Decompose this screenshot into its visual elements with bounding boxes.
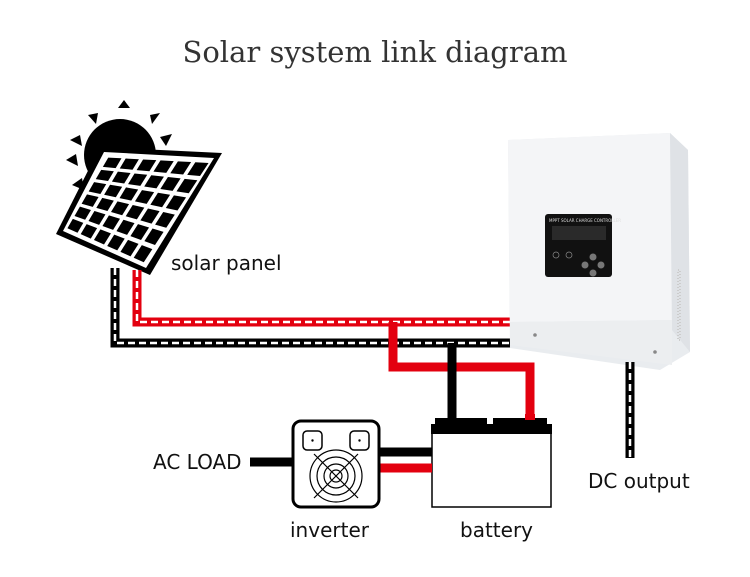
solar-cell	[93, 229, 111, 245]
solar-cell	[102, 215, 120, 230]
solar-cell	[95, 169, 114, 182]
battery-positive-wire	[388, 322, 535, 418]
solar-cell	[176, 178, 198, 194]
solar-cell	[160, 177, 181, 191]
solar-cell	[155, 211, 175, 228]
solar-cell	[81, 194, 99, 207]
pv-negative-wire	[110, 268, 522, 348]
solar-cell	[104, 184, 123, 198]
solar-cell	[74, 206, 91, 220]
solar-cell	[187, 162, 209, 177]
battery-icon	[431, 414, 552, 508]
lcd-screen	[552, 226, 606, 240]
solar-cell	[144, 175, 164, 189]
solar-cell	[144, 228, 164, 245]
dc-output-label: DC output	[588, 469, 690, 493]
solar-cell	[140, 208, 160, 224]
solar-cell	[134, 190, 155, 204]
solar-cell	[102, 157, 122, 169]
charge-controller: MPPT SOLAR CHARGE CONTROLLER	[508, 133, 690, 370]
diagram-title: Solar system link diagram	[182, 35, 567, 69]
solar-cell	[96, 197, 114, 212]
left-button	[581, 261, 589, 269]
up-button	[589, 253, 597, 261]
right-button	[597, 261, 605, 269]
inverter-label: inverter	[290, 518, 370, 542]
inverter-icon	[291, 419, 381, 509]
solar-cell	[111, 171, 131, 184]
solar-cell	[130, 224, 150, 240]
solar-cell	[116, 219, 135, 235]
solar-cell	[107, 234, 125, 251]
fan-icon	[309, 449, 363, 503]
solar-cell	[88, 182, 107, 194]
solar-cell	[80, 224, 98, 239]
solar-cell	[150, 192, 171, 208]
solar-cell	[88, 211, 106, 225]
solar-cell	[67, 218, 84, 233]
solar-cell	[153, 160, 174, 173]
solar-cell	[125, 204, 145, 220]
solar-cell	[133, 245, 153, 263]
solar-cell	[128, 173, 148, 186]
controller-label: MPPT SOLAR CHARGE CONTROLLER	[549, 218, 621, 223]
solar-cell	[110, 201, 130, 216]
solar-panel-icon	[56, 147, 222, 275]
solar-cell	[119, 187, 139, 201]
status-led	[565, 251, 573, 259]
solar-cell	[170, 161, 192, 175]
down-button	[589, 269, 597, 277]
solar-cell	[120, 239, 139, 257]
battery-label: battery	[460, 518, 533, 542]
status-led	[552, 251, 560, 259]
solar-panel-label: solar panel	[171, 251, 282, 275]
solar-cell	[119, 158, 139, 170]
pv-positive-wire	[132, 270, 522, 327]
ac-load-label: AC LOAD	[153, 450, 242, 474]
solar-cell	[165, 195, 187, 211]
solar-cell	[136, 159, 157, 172]
